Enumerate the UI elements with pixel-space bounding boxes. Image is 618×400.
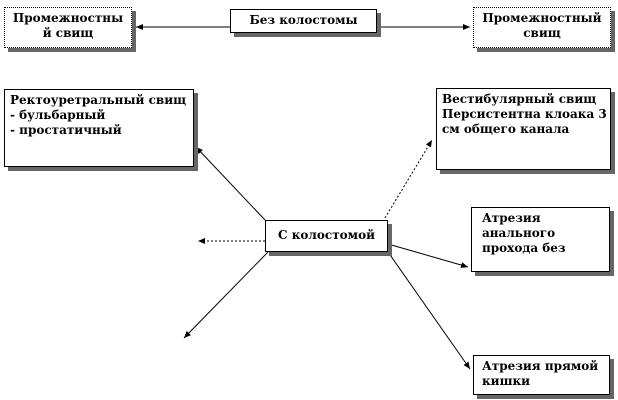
node-vestibular: Вестибулярный свищ Персистентна клоака 3… bbox=[436, 88, 611, 170]
node-line: - простатичный bbox=[10, 123, 122, 137]
node-line: - бульбарный bbox=[10, 108, 106, 122]
arrow-to-bottom-left-empty bbox=[183, 251, 269, 339]
node-line: Промежностный bbox=[482, 11, 602, 25]
arrow-to-rectal-atresia bbox=[387, 251, 471, 370]
node-perineal-left: Промежностны й свищ bbox=[4, 7, 132, 48]
node-line: прохода без bbox=[482, 241, 566, 255]
node-line: Атрезия прямой bbox=[482, 359, 599, 373]
node-line: Без колостомы bbox=[249, 13, 358, 27]
node-line: й свищ bbox=[42, 26, 94, 40]
node-line: Атрезия bbox=[482, 211, 541, 225]
node-perineal-right: Промежностный свищ bbox=[473, 7, 611, 48]
arrow-to-rectourethral bbox=[195, 146, 266, 221]
node-line: анального bbox=[482, 226, 556, 240]
node-rectourethral: Ректоуретральный свищ - бульбарный - про… bbox=[4, 89, 194, 167]
node-line: Персистентна клоака 3 bbox=[442, 107, 607, 121]
node-line: см общего канала bbox=[442, 122, 570, 136]
node-line: Вестибулярный свищ bbox=[442, 92, 597, 106]
node-no-colostomy: Без колостомы bbox=[230, 9, 377, 33]
node-with-colostomy: С колостомой bbox=[265, 220, 388, 252]
node-anal-atresia: Атрезия анального прохода без bbox=[471, 207, 610, 272]
node-rectal-atresia: Атрезия прямой кишки bbox=[473, 355, 610, 395]
arrow-to-anal-atresia bbox=[387, 243, 469, 268]
arrow-to-vestibular bbox=[384, 139, 433, 219]
node-line: С колостомой bbox=[278, 228, 375, 242]
node-line: кишки bbox=[482, 374, 531, 388]
node-line: свищ bbox=[523, 26, 561, 40]
node-line: Ректоуретральный свищ bbox=[10, 93, 187, 107]
node-line: Промежностны bbox=[12, 11, 124, 25]
